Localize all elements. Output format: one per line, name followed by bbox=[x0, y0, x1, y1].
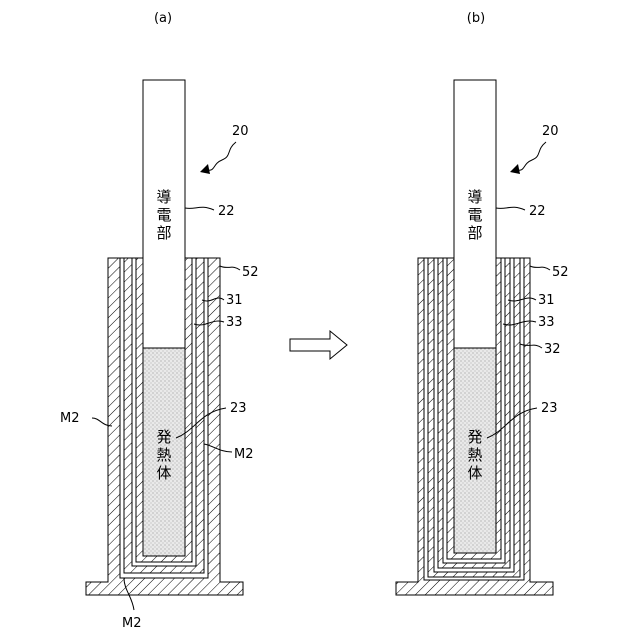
ref-32-b: 32 bbox=[544, 342, 561, 357]
ref-m2-right: M2 bbox=[234, 447, 254, 462]
heater-label: 発 熱 体 bbox=[156, 428, 171, 482]
ref-20-b-arrowhead bbox=[510, 164, 520, 174]
ref-23-a: 23 bbox=[230, 401, 247, 416]
ref-31-a: 31 bbox=[226, 293, 243, 308]
heater-char-1: 発 bbox=[467, 428, 482, 446]
ref-23-b: 23 bbox=[541, 401, 558, 416]
conductor-char-2: 電 bbox=[467, 206, 482, 224]
ref-33-b: 33 bbox=[538, 315, 555, 330]
heater-char-3: 体 bbox=[156, 464, 171, 482]
heater-char-2: 熱 bbox=[467, 446, 482, 464]
ref-22-a: 22 bbox=[218, 204, 235, 219]
conductor-label: 導 電 部 bbox=[467, 188, 482, 242]
heater-label: 発 熱 体 bbox=[467, 428, 482, 482]
right-outline-arrow-icon bbox=[290, 331, 347, 359]
heater-char-3: 体 bbox=[467, 464, 482, 482]
ref-m2-left: M2 bbox=[60, 411, 80, 426]
ref-20-a-arrowhead bbox=[200, 164, 210, 174]
ref-33-a: 33 bbox=[226, 315, 243, 330]
ref-31-b: 31 bbox=[538, 293, 555, 308]
conductor-char-2: 電 bbox=[156, 206, 171, 224]
leader-52-a bbox=[220, 266, 240, 270]
ref-22-b: 22 bbox=[529, 204, 546, 219]
panel-a-label: (a) bbox=[154, 11, 172, 26]
ref-m2-bottom: M2 bbox=[122, 616, 142, 631]
leader-22-b bbox=[496, 207, 525, 210]
heater-char-1: 発 bbox=[156, 428, 171, 446]
ref-20-b-leader bbox=[516, 142, 546, 170]
leader-22-a bbox=[185, 207, 214, 210]
ref-20-a-leader bbox=[206, 142, 236, 170]
panel-a: (a) 導 電 部 発 熱 体 20 22 bbox=[60, 11, 259, 631]
conductor-char-1: 導 bbox=[156, 188, 171, 206]
conductor-char-3: 部 bbox=[156, 224, 171, 242]
ref-20-b: 20 bbox=[542, 124, 559, 139]
conductor-label: 導 電 部 bbox=[156, 188, 171, 242]
heater-char-2: 熱 bbox=[156, 446, 171, 464]
leader-52-b bbox=[530, 266, 550, 270]
panel-b-label: (b) bbox=[467, 11, 485, 26]
ref-52-b: 52 bbox=[552, 265, 569, 280]
conductor-char-1: 導 bbox=[467, 188, 482, 206]
panel-b: (b) 導 電 部 発 熱 体 20 22 bbox=[396, 11, 569, 595]
conductor-char-3: 部 bbox=[467, 224, 482, 242]
ref-20-a: 20 bbox=[232, 124, 249, 139]
ref-52-a: 52 bbox=[242, 265, 259, 280]
